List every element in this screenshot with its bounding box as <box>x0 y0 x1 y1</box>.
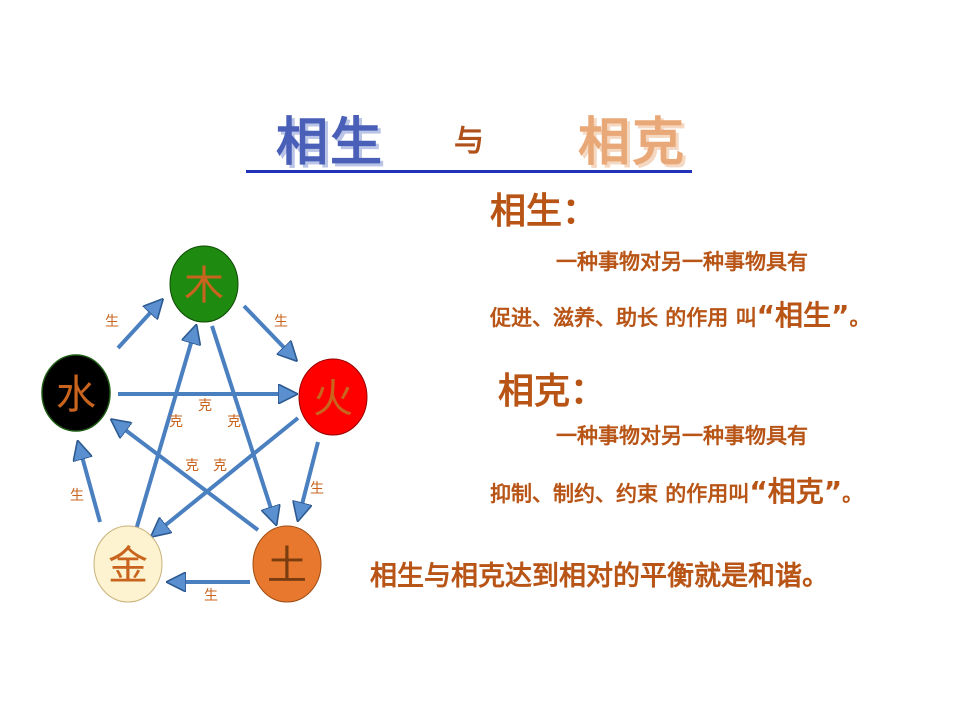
sheng-label-earth-metal: 生 <box>204 588 218 604</box>
ke-label-3: 克 <box>227 414 241 430</box>
arrow-fire-to-metal <box>152 416 300 536</box>
arrow-fire-to-earth <box>298 441 320 520</box>
ke-arrows <box>112 325 300 536</box>
ke-line2-end: 。 <box>842 482 864 506</box>
sheng-label-fire-earth: 生 <box>310 481 324 497</box>
ke-label-5: 克 <box>213 458 227 474</box>
sheng-arrows <box>78 300 320 582</box>
element-fire-label: 火 <box>313 376 353 422</box>
title-xiangke: 相克 <box>578 113 687 173</box>
sheng-line1: 一种事物对另一种事物具有 <box>556 250 808 274</box>
summary-text: 相生与相克达到相对的平衡就是和谐。 <box>370 561 829 592</box>
sheng-label-wood-fire: 生 <box>274 314 288 330</box>
ke-labels: 克 克 克 克 克 <box>169 398 241 474</box>
sheng-line2-prefix: 促进、滋养、助长 的作用 叫 <box>490 306 757 330</box>
arrow-earth-to-water <box>112 420 260 532</box>
ke-heading: 相克： <box>498 371 607 412</box>
sheng-labels: 生 生 生 生 生 <box>70 314 324 604</box>
element-water: 水 <box>41 354 111 432</box>
sheng-line2-end: 。 <box>849 306 871 330</box>
title-xiangsheng: 相生 <box>276 113 385 173</box>
arrow-metal-to-water <box>78 442 102 523</box>
arrow-water-to-wood <box>116 300 162 350</box>
arrow-wood-to-fire <box>242 304 296 360</box>
ke-line2: 抑制、制约、约束 的作用叫“相克”。 <box>490 470 863 510</box>
sheng-line2-quote: “相生” <box>756 299 850 332</box>
element-wood-label: 木 <box>184 263 224 309</box>
ke-label-4: 克 <box>185 458 199 474</box>
element-metal-label: 金 <box>108 543 148 589</box>
ke-line2-prefix: 抑制、制约、约束 的作用叫 <box>490 482 750 506</box>
sheng-label-metal-water: 生 <box>70 488 84 504</box>
element-earth-label: 土 <box>267 543 307 589</box>
ke-label-1: 克 <box>198 398 212 414</box>
element-earth: 土 <box>252 525 322 603</box>
arrow-wood-to-earth <box>210 325 276 524</box>
arrow-metal-to-wood <box>134 326 196 531</box>
element-fire: 火 <box>298 358 368 436</box>
sheng-label-water-wood: 生 <box>105 314 119 330</box>
ke-line1: 一种事物对另一种事物具有 <box>556 424 808 448</box>
title-underline <box>246 170 692 173</box>
title-connector: 与 <box>454 124 484 159</box>
element-metal: 金 <box>93 525 163 603</box>
element-wood: 木 <box>169 245 239 323</box>
ke-label-2: 克 <box>169 414 183 430</box>
ke-line2-quote: “相克” <box>749 475 843 508</box>
element-water-label: 水 <box>56 372 96 418</box>
sheng-heading: 相生： <box>490 191 599 232</box>
sheng-line2: 促进、滋养、助长 的作用 叫“相生”。 <box>490 294 870 334</box>
